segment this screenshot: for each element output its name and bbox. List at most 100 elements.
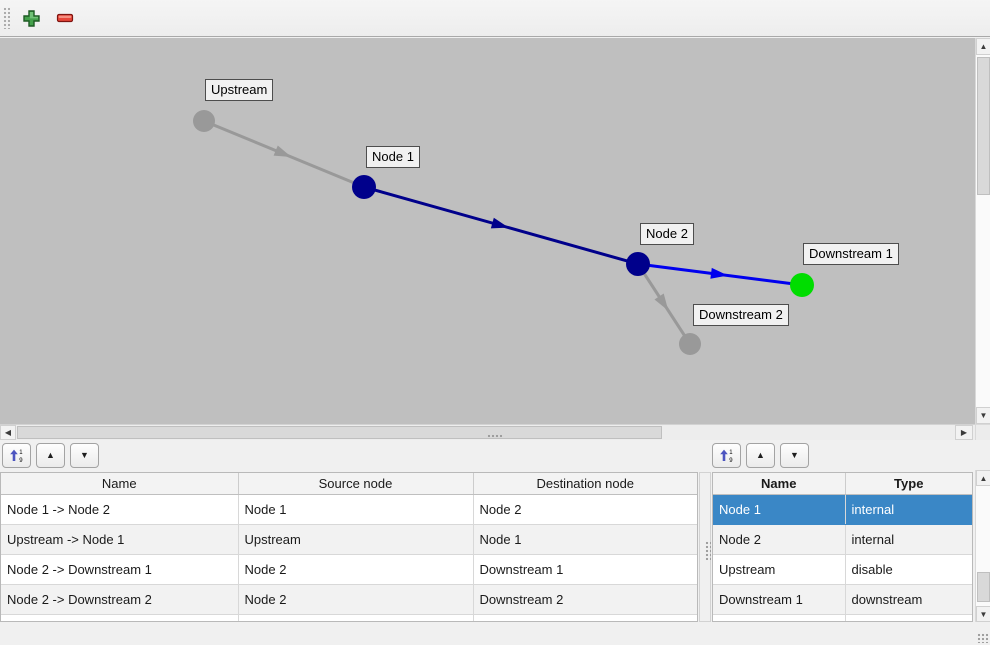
links-sort-button[interactable]: 1 9 [2, 443, 31, 468]
column-header-name[interactable]: Name [1, 473, 239, 495]
node-label[interactable]: Node 2 [640, 223, 694, 245]
nodes-sort-button[interactable]: 1 9 [712, 443, 741, 468]
vertical-scroll-thumb[interactable] [977, 57, 990, 195]
table-cell[interactable]: Upstream [238, 524, 474, 555]
scroll-up-button[interactable]: ▲ [976, 38, 990, 55]
nodes-toolbar: 1 9 ▲ ▼ [712, 443, 814, 468]
table-cell[interactable]: Node 2 [238, 554, 474, 585]
table-cell[interactable]: downstream [845, 584, 972, 615]
links-move-down-button[interactable]: ▼ [70, 443, 99, 468]
table-cell[interactable]: Downstream 2 [473, 584, 697, 615]
column-header-source-node[interactable]: Source node [238, 473, 474, 495]
table-cell[interactable]: Node 2 [473, 494, 697, 525]
table-cell[interactable]: Node 1 [238, 494, 474, 525]
edge-arrow-icon [654, 293, 669, 311]
scroll-down-button[interactable]: ▼ [976, 407, 990, 424]
table-cell[interactable]: internal [845, 524, 972, 555]
graph-node[interactable] [193, 110, 215, 132]
edge-arrow-icon [273, 145, 292, 158]
sort-ascending-icon: 1 9 [10, 449, 23, 463]
empty-row [713, 614, 972, 621]
links-move-up-button[interactable]: ▲ [36, 443, 65, 468]
graph-node[interactable] [679, 333, 701, 355]
table-cell[interactable]: Downstream 1 [473, 554, 697, 585]
empty-cell [1, 614, 239, 621]
table-cell[interactable]: Node 1 [473, 524, 697, 555]
svg-text:9: 9 [729, 458, 733, 463]
arrow-left-icon: ◀ [4, 428, 12, 437]
scroll-right-button[interactable]: ▶ [955, 425, 973, 440]
node-label[interactable]: Downstream 1 [803, 243, 899, 265]
table-cell[interactable]: Upstream [713, 554, 846, 585]
links-toolbar: 1 9 ▲ ▼ [2, 443, 104, 468]
empty-cell [473, 614, 697, 621]
table-cell[interactable]: Node 2 -> Downstream 1 [1, 554, 239, 585]
table-cell[interactable]: Downstream 1 [713, 584, 846, 615]
graph-node[interactable] [790, 273, 814, 297]
table-cell[interactable]: internal [845, 494, 972, 525]
resize-grip[interactable] [977, 633, 988, 643]
main-toolbar [0, 0, 990, 37]
nodes-vertical-scrollbar[interactable]: ▲ ▼ [975, 470, 990, 622]
svg-text:1: 1 [19, 450, 23, 456]
empty-cell [713, 614, 846, 621]
edge-arrow-icon [490, 217, 509, 229]
empty-cell [238, 614, 474, 621]
node-label[interactable]: Upstream [205, 79, 274, 101]
scroll-down-button[interactable]: ▼ [976, 606, 990, 622]
graph-svg [193, 110, 814, 355]
graph-node[interactable] [352, 175, 376, 199]
table-cell[interactable]: Upstream -> Node 1 [1, 524, 239, 555]
scrollbar-corner [975, 424, 990, 440]
add-button[interactable] [16, 3, 46, 33]
nodes-move-down-button[interactable]: ▼ [780, 443, 809, 468]
canvas-horizontal-scrollbar[interactable]: ◀ ▶ [0, 424, 975, 440]
nodes-move-up-button[interactable]: ▲ [746, 443, 775, 468]
remove-button[interactable] [50, 3, 80, 33]
arrow-down-icon: ▼ [979, 609, 988, 619]
empty-cell [845, 614, 972, 621]
scroll-up-button[interactable]: ▲ [976, 470, 990, 486]
svg-text:1: 1 [729, 450, 733, 456]
column-header-destination-node[interactable]: Destination node [473, 473, 697, 495]
horizontal-scroll-thumb[interactable] [17, 426, 662, 439]
node-label[interactable]: Node 1 [366, 146, 420, 168]
table-cell[interactable]: Node 1 [713, 494, 846, 525]
toolbar-grip[interactable] [3, 7, 10, 29]
red-minus-icon [56, 13, 74, 23]
column-header-name[interactable]: Name [713, 473, 846, 495]
column-header-type[interactable]: Type [845, 473, 972, 495]
node-label[interactable]: Downstream 2 [693, 304, 789, 326]
edge-arrow-icon [710, 267, 728, 279]
canvas-vertical-scrollbar[interactable]: ▲ ▼ [975, 38, 990, 424]
triangle-up-icon: ▲ [46, 450, 55, 460]
triangle-up-icon: ▲ [756, 450, 765, 460]
table-cell[interactable]: Node 2 [238, 584, 474, 615]
table-cell[interactable]: disable [845, 554, 972, 585]
table-cell[interactable]: Node 1 -> Node 2 [1, 494, 239, 525]
vertical-scroll-thumb[interactable] [977, 572, 990, 602]
table-cell[interactable]: Node 2 [713, 524, 846, 555]
green-plus-icon [22, 9, 40, 27]
arrow-up-icon: ▲ [979, 473, 988, 483]
graph-node[interactable] [626, 252, 650, 276]
table-splitter-handle[interactable] [705, 541, 711, 560]
scroll-left-button[interactable]: ◀ [0, 425, 16, 440]
table-cell[interactable]: Node 2 -> Downstream 2 [1, 584, 239, 615]
pane-splitter-handle[interactable] [487, 434, 504, 439]
